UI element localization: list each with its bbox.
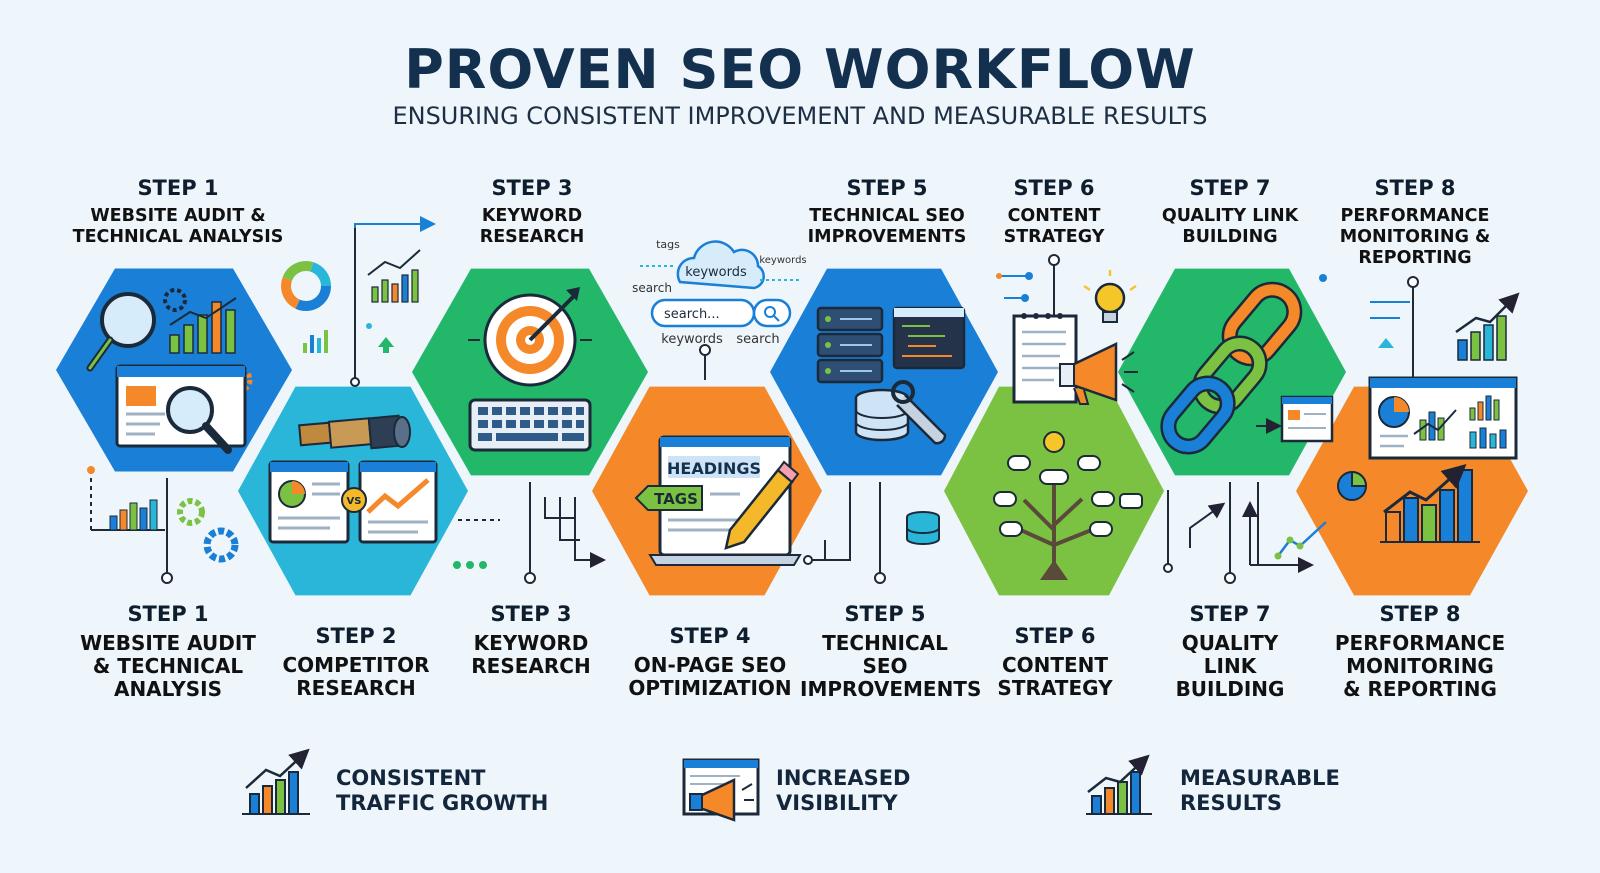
step8-bars-icon <box>1337 464 1480 543</box>
bottom-label-step-4: STEP 4 ON-PAGE SEO OPTIMIZATION <box>620 624 800 700</box>
step7-arrows-icon <box>1189 502 1327 560</box>
benefit-consistent-traffic: CONSISTENT TRAFFIC GROWTH <box>316 766 548 816</box>
step1-bars-icon <box>109 499 158 531</box>
keywords-small-text: keywords <box>759 255 806 266</box>
tags-tag-text: TAGS <box>654 490 698 508</box>
headings-text: HEADINGS <box>667 459 761 478</box>
benefit-megaphone-icon <box>682 758 760 822</box>
step-title: TECHNICAL SEO IMPROVEMENTS <box>807 206 967 247</box>
step-number: STEP 3 <box>491 176 573 200</box>
benefit-measurable-results: MEASURABLE RESULTS <box>1160 766 1340 816</box>
small-bar-chart-icon <box>367 249 421 303</box>
link-chain-icon <box>1160 281 1334 455</box>
step-title: PERFORMANCE MONITORING & REPORTING <box>1334 631 1506 701</box>
step-title: QUALITY LINK BUILDING <box>1175 631 1285 701</box>
benefit-growth-icon-2 <box>1086 754 1152 815</box>
step-number: STEP 7 <box>1189 176 1271 200</box>
top-label-step-5: STEP 5 TECHNICAL SEO IMPROVEMENTS <box>796 176 978 248</box>
bottom-label-step-5: STEP 5 TECHNICAL SEO IMPROVEMENTS <box>800 602 982 701</box>
benefit-growth-icon-1 <box>242 748 310 815</box>
page-title: PROVEN SEO WORKFLOW <box>404 38 1196 101</box>
step-number: STEP 4 <box>669 624 751 648</box>
step-title: CONTENT STRATEGY <box>997 653 1113 700</box>
tiny-bars-icon <box>303 323 394 353</box>
tags-text: tags <box>656 238 680 251</box>
search-bar-text: search... <box>664 307 720 322</box>
bottom-label-step-6: STEP 6 CONTENT STRATEGY <box>980 624 1130 700</box>
top-label-step-7: STEP 7 QUALITY LINK BUILDING <box>1150 176 1310 248</box>
step-number: STEP 6 <box>1014 624 1096 648</box>
bottom-label-step-7: STEP 7 QUALITY LINK BUILDING <box>1160 602 1300 701</box>
on-page-icon: HEADINGS TAGS <box>634 435 802 566</box>
database-icon <box>906 511 940 545</box>
step-title: WEBSITE AUDIT & TECHNICAL ANALYSIS <box>80 631 256 701</box>
vs-label: VS <box>347 496 362 507</box>
top-label-step-3: STEP 3 KEYWORD RESEARCH <box>440 176 624 248</box>
keywords-under-text: keywords <box>661 332 723 347</box>
donut-chart-icon <box>281 261 331 311</box>
benefit-label: INCREASED VISIBILITY <box>776 766 911 815</box>
content-tree-icon <box>993 272 1143 580</box>
keyword-target-icon <box>468 287 592 452</box>
bottom-label-step-2: STEP 2 COMPETITOR RESEARCH <box>270 624 442 700</box>
lightbulb-icon <box>1083 270 1137 323</box>
bottom-label-step-3: STEP 3 KEYWORD RESEARCH <box>446 602 616 678</box>
step-number: STEP 7 <box>1189 602 1271 626</box>
step-number: STEP 5 <box>846 176 928 200</box>
step-number: STEP 1 <box>137 176 219 200</box>
step-title: WEBSITE AUDIT & TECHNICAL ANALYSIS <box>72 206 284 247</box>
step-number: STEP 5 <box>844 602 926 626</box>
step-number: STEP 8 <box>1374 176 1456 200</box>
bottom-label-step-1: STEP 1 WEBSITE AUDIT & TECHNICAL ANALYSI… <box>70 602 266 701</box>
keyword-cloud-icon: keywords tags keywords search search... … <box>632 238 807 347</box>
search-small-text: search <box>632 281 672 295</box>
gears-icon <box>177 498 239 563</box>
bottom-label-step-8: STEP 8 PERFORMANCE MONITORING & REPORTIN… <box>1330 602 1510 701</box>
step-title: COMPETITOR RESEARCH <box>282 653 430 700</box>
step-number: STEP 3 <box>490 602 572 626</box>
step-title: PERFORMANCE MONITORING & REPORTING <box>1339 206 1491 268</box>
step-title: ON-PAGE SEO OPTIMIZATION <box>628 653 792 700</box>
step-number: STEP 6 <box>1013 176 1095 200</box>
search-under-text: search <box>736 332 779 347</box>
step-number: STEP 2 <box>315 624 397 648</box>
cloud-keywords-text: keywords <box>685 265 747 280</box>
competitor-icon: VS <box>268 414 438 544</box>
top-label-step-8: STEP 8 PERFORMANCE MONITORING & REPORTIN… <box>1330 176 1500 269</box>
dashboard-icon <box>1368 376 1518 460</box>
benefit-label: MEASURABLE RESULTS <box>1180 766 1340 815</box>
step-number: STEP 1 <box>127 602 209 626</box>
top-label-step-6: STEP 6 CONTENT STRATEGY <box>986 176 1122 248</box>
step-title: CONTENT STRATEGY <box>1003 206 1105 247</box>
benefit-increased-visibility: INCREASED VISIBILITY <box>756 766 910 816</box>
step-title: KEYWORD RESEARCH <box>479 206 585 247</box>
step-title: KEYWORD RESEARCH <box>471 631 591 678</box>
step-title: TECHNICAL SEO IMPROVEMENTS <box>800 631 982 701</box>
step-title: QUALITY LINK BUILDING <box>1161 206 1299 247</box>
step-number: STEP 8 <box>1379 602 1461 626</box>
content-notepad-icon <box>1012 313 1138 405</box>
step8-growth-icon <box>1370 292 1520 361</box>
benefit-label: CONSISTENT TRAFFIC GROWTH <box>336 766 549 815</box>
page-subtitle: ENSURING CONSISTENT IMPROVEMENT AND MEAS… <box>392 102 1208 130</box>
technical-seo-icon <box>816 306 966 445</box>
top-label-step-1: STEP 1 WEBSITE AUDIT & TECHNICAL ANALYSI… <box>60 176 296 248</box>
audit-icon <box>86 288 253 454</box>
